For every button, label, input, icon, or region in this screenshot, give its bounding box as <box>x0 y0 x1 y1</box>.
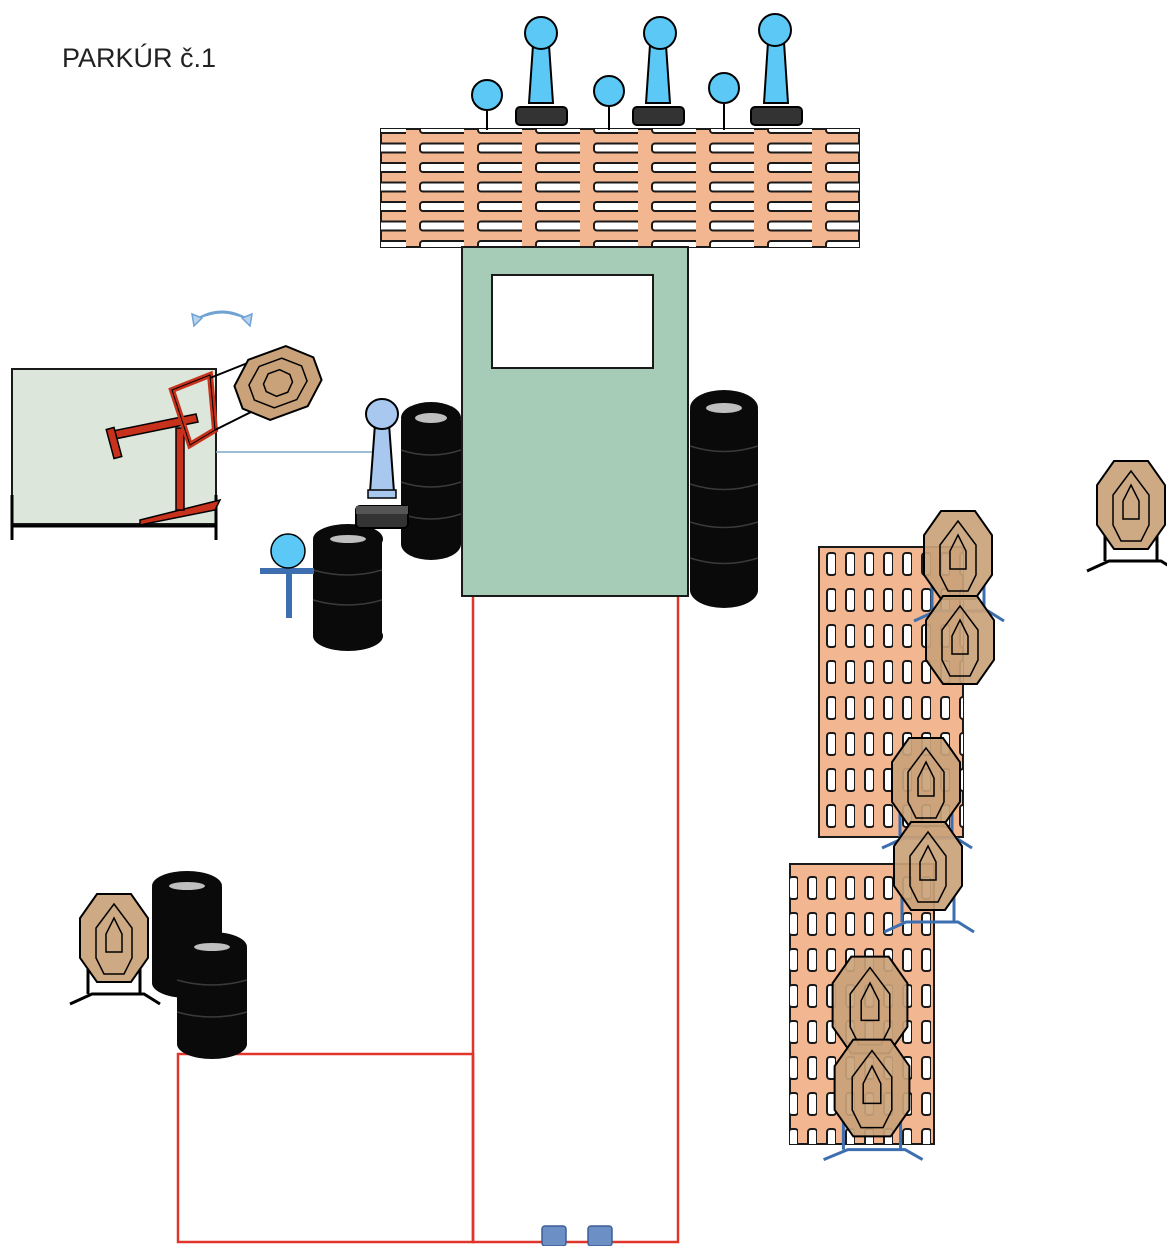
tire-stack-shelter-left <box>400 402 462 560</box>
paper-target <box>1086 460 1167 573</box>
paper-target <box>883 821 975 934</box>
rotate-arrows-icon <box>191 310 253 328</box>
tire-stack-left-middle <box>312 524 383 651</box>
course-boundary <box>176 596 680 1244</box>
activator-popper <box>355 398 409 529</box>
target-stand <box>883 896 975 934</box>
page-title: PARKÚR č.1 <box>62 42 216 73</box>
popper-2 <box>632 16 685 126</box>
target-stand <box>823 1121 924 1161</box>
tire-stack-shelter-right <box>689 390 759 608</box>
paper-targets <box>69 460 1167 1161</box>
tire-stack-bottom-left-front <box>176 932 248 1059</box>
target-stand <box>1086 535 1167 573</box>
paper-target <box>925 595 995 685</box>
swinger-target <box>10 310 372 540</box>
target-stand <box>69 968 161 1006</box>
window <box>491 274 654 369</box>
shooting-lane <box>471 596 680 1244</box>
steel-plates-top <box>471 72 740 130</box>
paper-target <box>823 1038 924 1161</box>
popper-1 <box>515 16 568 126</box>
popper-3 <box>750 13 803 126</box>
shooter-feet-icon <box>541 1225 613 1246</box>
steel-poppers <box>515 13 803 126</box>
top-brick-wall <box>380 128 860 248</box>
shooting-box <box>176 1052 475 1244</box>
swinger-paper-target <box>233 345 323 421</box>
paper-target <box>881 737 973 850</box>
shelter <box>461 246 689 597</box>
paper-target <box>69 893 161 1006</box>
steel-plate-stand <box>260 533 314 618</box>
